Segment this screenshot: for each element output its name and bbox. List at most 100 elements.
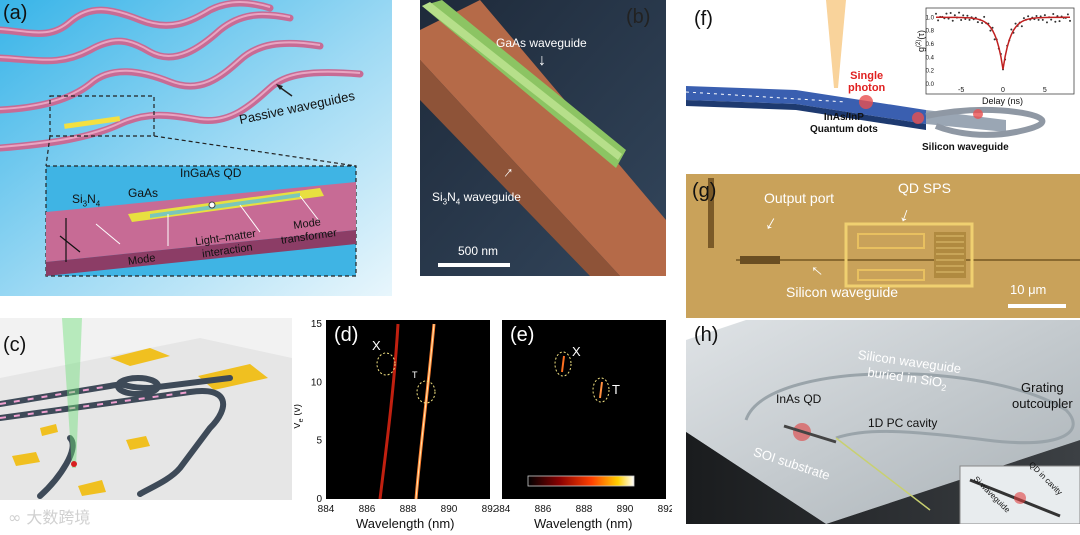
- g2-point: [953, 14, 956, 17]
- gold-pad-1: [110, 348, 170, 366]
- g-silicon-waveguide-label: Silicon waveguide: [786, 284, 899, 300]
- laser-cone: [826, 0, 846, 88]
- x-tick-label: 888: [576, 504, 593, 515]
- g2-point: [993, 38, 996, 41]
- f-silicon-waveguide-label: Silicon waveguide: [922, 142, 1009, 153]
- x-tick-label: 888: [400, 504, 417, 515]
- g2-point: [968, 18, 971, 21]
- g2-point: [951, 19, 954, 22]
- e-marker-t: T: [612, 382, 620, 397]
- g2-point: [1052, 13, 1055, 16]
- g2-y-tick: 0.6: [926, 42, 935, 48]
- g2-point: [1022, 17, 1025, 20]
- quantum-dots-label: InAs/InP Quantum dots: [810, 112, 878, 135]
- panel-e-label: (e): [510, 324, 535, 346]
- panel-c-label: (c): [3, 334, 27, 356]
- panel-a-illustration: [0, 0, 392, 296]
- g2-point: [945, 12, 948, 15]
- plot-area-d: [326, 320, 490, 499]
- output-port-label: Output port: [764, 190, 835, 206]
- d-xlabel: Wavelength (nm): [356, 516, 455, 531]
- g2-x-tick: 5: [1043, 87, 1047, 94]
- excitation-beam: [62, 318, 82, 468]
- scale-g-label: 10 μm: [1010, 282, 1047, 297]
- g2-point: [1054, 20, 1057, 23]
- g2-point: [1041, 18, 1044, 21]
- d-marker-x: X: [372, 338, 381, 353]
- panel-c: (c): [0, 318, 292, 500]
- e-marker-x: X: [572, 344, 581, 359]
- y-tick-label: 5: [316, 436, 322, 447]
- g2-point: [1014, 22, 1017, 25]
- g2-y-tick: 0.8: [926, 29, 935, 35]
- panel-h-illustration: [686, 320, 1080, 524]
- gaas-label: GaAs: [128, 186, 159, 200]
- g2-fit-line: [936, 16, 1070, 70]
- d-marker-t: T: [412, 370, 418, 380]
- g2-point: [1039, 15, 1042, 18]
- g2-point: [966, 14, 969, 17]
- peak-x-e: [561, 355, 565, 373]
- g2-point: [989, 29, 992, 32]
- x-tick-label: 884: [318, 504, 335, 515]
- x-tick-label: 886: [359, 504, 376, 515]
- y-tick-label: 0: [316, 494, 322, 505]
- colorbar: [527, 475, 635, 487]
- e-xlabel: Wavelength (nm): [534, 516, 633, 531]
- g2-point: [962, 14, 965, 17]
- inp-chip: [686, 86, 926, 124]
- buried-waveguide: [744, 372, 1075, 445]
- g2-point: [1045, 21, 1048, 24]
- g2-point: [958, 11, 961, 14]
- panel-a-label: (a): [3, 2, 28, 24]
- panel-d-label: (d): [334, 324, 359, 346]
- x-tick-label: 890: [441, 504, 458, 515]
- ingaas-qd-label: InGaAs QD: [180, 166, 242, 180]
- panel-h: (h) Silicon waveguide buried in SiO2 Gra…: [686, 320, 1080, 524]
- ring-waveguides: [0, 375, 233, 499]
- g2-point: [937, 19, 940, 22]
- g2-x-tick: -5: [958, 87, 964, 94]
- panel-a: (a) Passive waveguides Si3N4 GaAs InGaAs…: [0, 0, 392, 296]
- scale-bar-b: [438, 263, 510, 267]
- qd-sps-device: [844, 222, 974, 288]
- g2-point: [1027, 15, 1030, 18]
- gold-pad-2: [198, 364, 268, 390]
- d-ylabel: Ve (v): [294, 403, 306, 429]
- panel-b: (b) GaAs waveguide ↓ Si3N4 waveguide ↑ 5…: [420, 0, 666, 276]
- g2-xlabel: Delay (ns): [982, 96, 1024, 106]
- gaas-waveguide-label: GaAs waveguide: [496, 36, 587, 50]
- x-tick-label: 884: [496, 504, 511, 515]
- watermark-logo-icon: ∞: [8, 508, 27, 527]
- panel-b-sem-image: [420, 0, 666, 276]
- watermark: ∞ 大数跨境: [8, 508, 91, 527]
- x-tick-label: 890: [617, 504, 634, 515]
- panel-c-illustration: [0, 318, 292, 500]
- si3n4-waveguide-label: Si3N4 waveguide: [432, 190, 521, 207]
- g2-y-tick: 0.2: [926, 69, 935, 75]
- g2-point: [1050, 18, 1053, 21]
- scale-bar-g: [1008, 304, 1066, 308]
- g2-y-tick: 0.4: [926, 55, 935, 61]
- panel-g-label: (g): [692, 180, 717, 202]
- g2-point: [1037, 18, 1040, 21]
- chip-top-surface: [686, 320, 1080, 524]
- qd-device: [63, 116, 121, 129]
- g2-point: [949, 12, 952, 15]
- si3n4-waveguide-body: [420, 0, 666, 276]
- scale-b-label: 500 nm: [458, 244, 499, 258]
- g2-y-tick: 0.0: [926, 82, 935, 88]
- x-tick-label: 886: [535, 504, 552, 515]
- g2-x-tick: 0: [1001, 87, 1005, 94]
- qd-dot: [208, 201, 216, 209]
